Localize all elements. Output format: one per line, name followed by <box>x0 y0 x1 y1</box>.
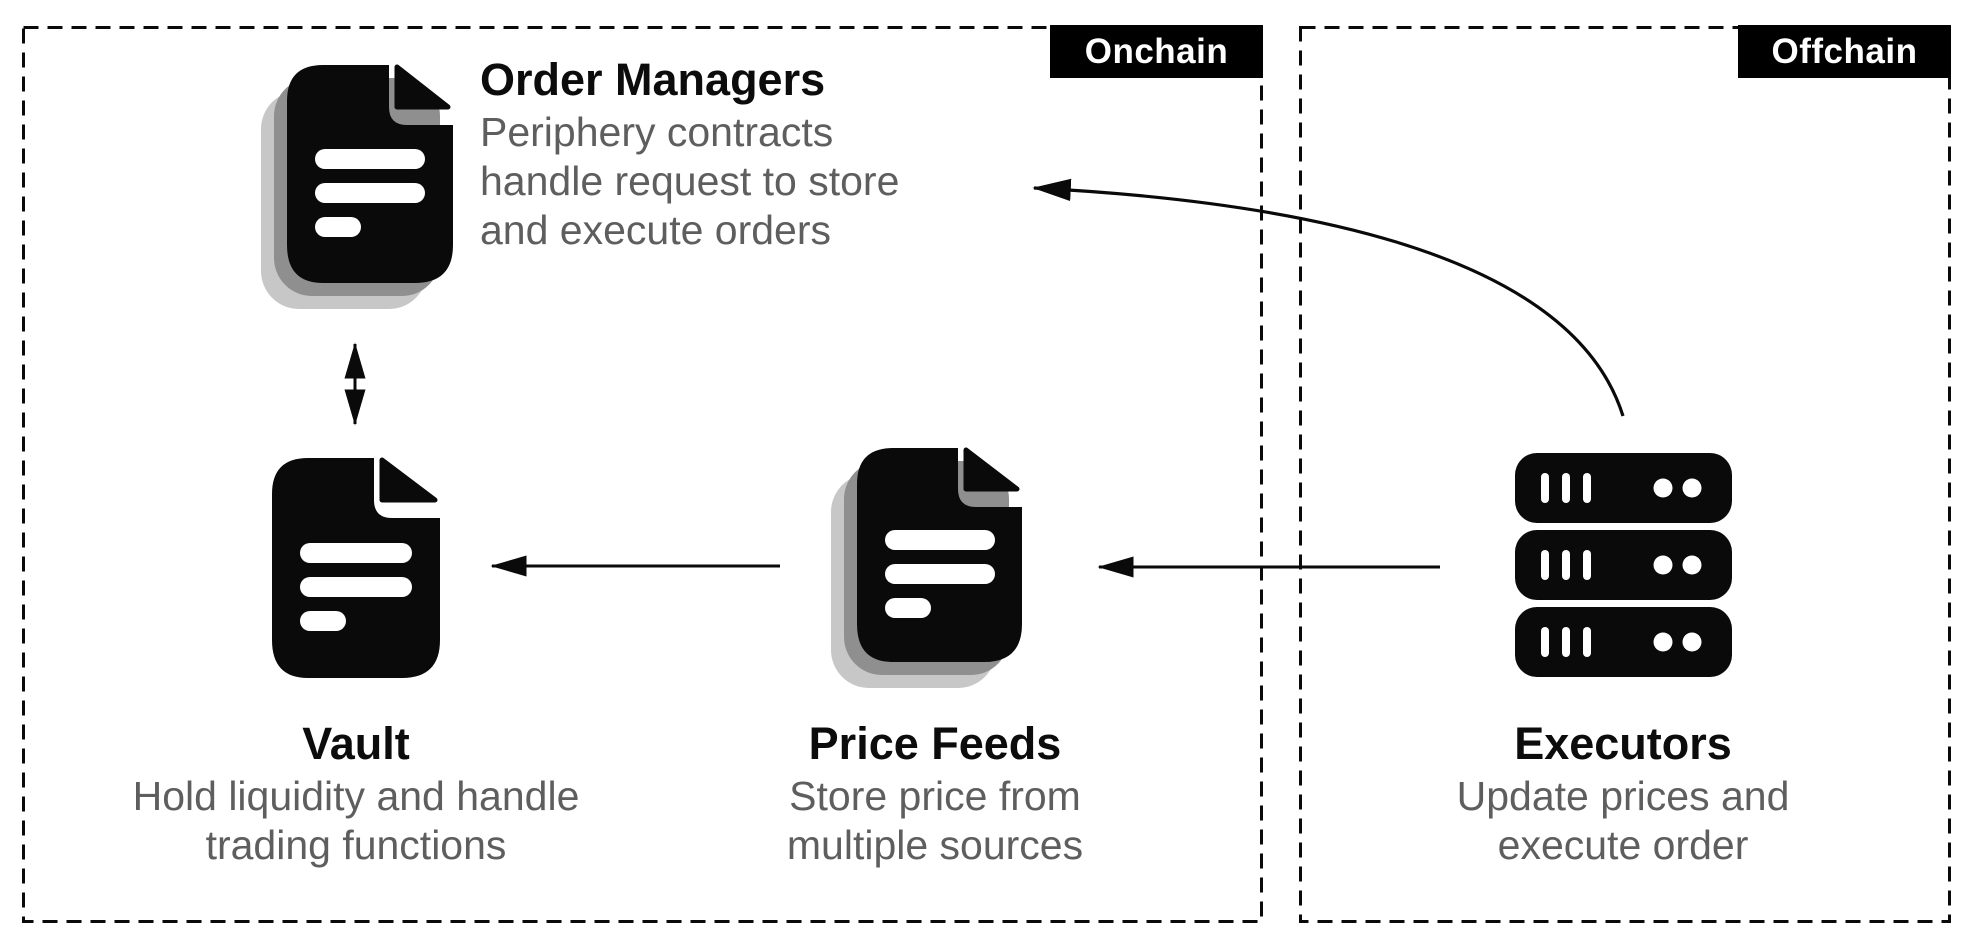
order-managers-document-stack-icon <box>261 64 453 309</box>
vault-node-text: Vault Hold liquidity and handle trading … <box>56 716 656 870</box>
executors-title: Executors <box>1514 718 1732 769</box>
onchain-region-label: Onchain <box>1050 25 1263 78</box>
executors-server-stack-icon <box>1515 453 1732 677</box>
edge-executors-to-order-managers-curved-arrow <box>1032 178 1625 417</box>
vault-document-icon <box>272 457 440 678</box>
order-managers-description: Periphery contracts handle request to st… <box>480 109 900 253</box>
price-feeds-description: Store price from multiple sources <box>786 773 1084 868</box>
executors-node-text: Executors Update prices and execute orde… <box>1323 716 1923 870</box>
onchain-region-border <box>22 26 1263 923</box>
order-managers-title: Order Managers <box>480 54 826 105</box>
price-feeds-document-stack-icon <box>831 447 1022 688</box>
price-feeds-node-text: Price Feeds Store price from multiple so… <box>635 716 1235 870</box>
vault-description: Hold liquidity and handle trading functi… <box>132 773 580 868</box>
offchain-region-border <box>1299 26 1951 923</box>
price-feeds-title: Price Feeds <box>808 718 1062 769</box>
vault-title: Vault <box>302 718 410 769</box>
offchain-region-label: Offchain <box>1738 25 1951 78</box>
executors-description: Update prices and execute order <box>1456 773 1790 868</box>
order-managers-node-text: Order Managers Periphery contracts handl… <box>480 52 1100 255</box>
